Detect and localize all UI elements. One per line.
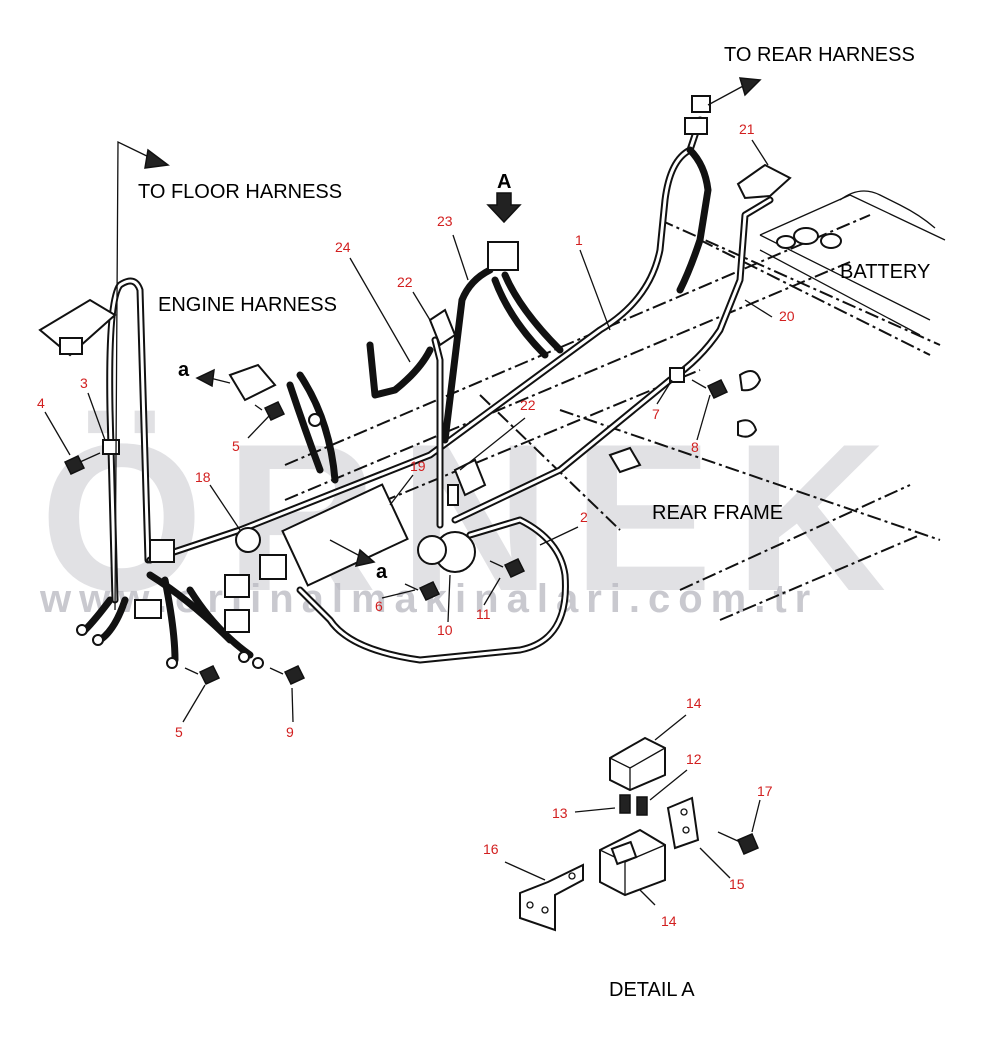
callout-19: 19 [410,458,426,474]
callout-10: 10 [437,622,453,638]
view-a-label: A [497,171,511,193]
callout-8: 8 [691,439,699,455]
callout-17: 17 [757,783,773,799]
rear-frame-label: REAR FRAME [652,502,783,524]
callout-16: 16 [483,841,499,857]
callout-11: 11 [476,606,491,622]
callout-13: 13 [552,805,568,821]
engine-harness-label: ENGINE HARNESS [158,294,337,316]
callout-14b: 14 [661,913,677,929]
callout-numbers: 1 2 3 4 5 5 6 7 8 9 10 11 12 13 14 14 15… [37,121,795,929]
callout-7: 7 [652,406,660,422]
battery-label: BATTERY [840,261,930,283]
callout-21: 21 [739,121,755,137]
callout-9: 9 [286,724,294,740]
callout-18: 18 [195,469,211,485]
harness-wires [81,116,774,664]
arrows [114,77,762,611]
bolts [63,379,729,685]
callout-22b: 22 [520,397,536,413]
callout-23: 23 [437,213,453,229]
leader-lines [44,139,773,906]
ref-a-right: a [376,561,388,583]
to-rear-harness-label: TO REAR HARNESS [724,44,915,66]
detail-a-label: DETAIL A [609,979,695,1001]
callout-24: 24 [335,239,351,255]
callout-14a: 14 [686,695,702,711]
callout-15: 15 [729,876,745,892]
callout-12: 12 [686,751,702,767]
to-floor-harness-label: TO FLOOR HARNESS [138,181,342,203]
callout-6: 6 [375,598,383,614]
callout-5a: 5 [232,438,240,454]
callout-20: 20 [779,308,795,324]
ref-a-left: a [178,359,190,381]
rear-frame-outline [284,214,941,621]
callout-4: 4 [37,395,45,411]
callout-5b: 5 [175,724,183,740]
callout-2: 2 [580,509,588,525]
battery [759,190,946,336]
callout-22a: 22 [397,274,413,290]
callout-3: 3 [80,375,88,391]
callout-1: 1 [575,232,583,248]
detail-a-assembly [519,736,759,932]
